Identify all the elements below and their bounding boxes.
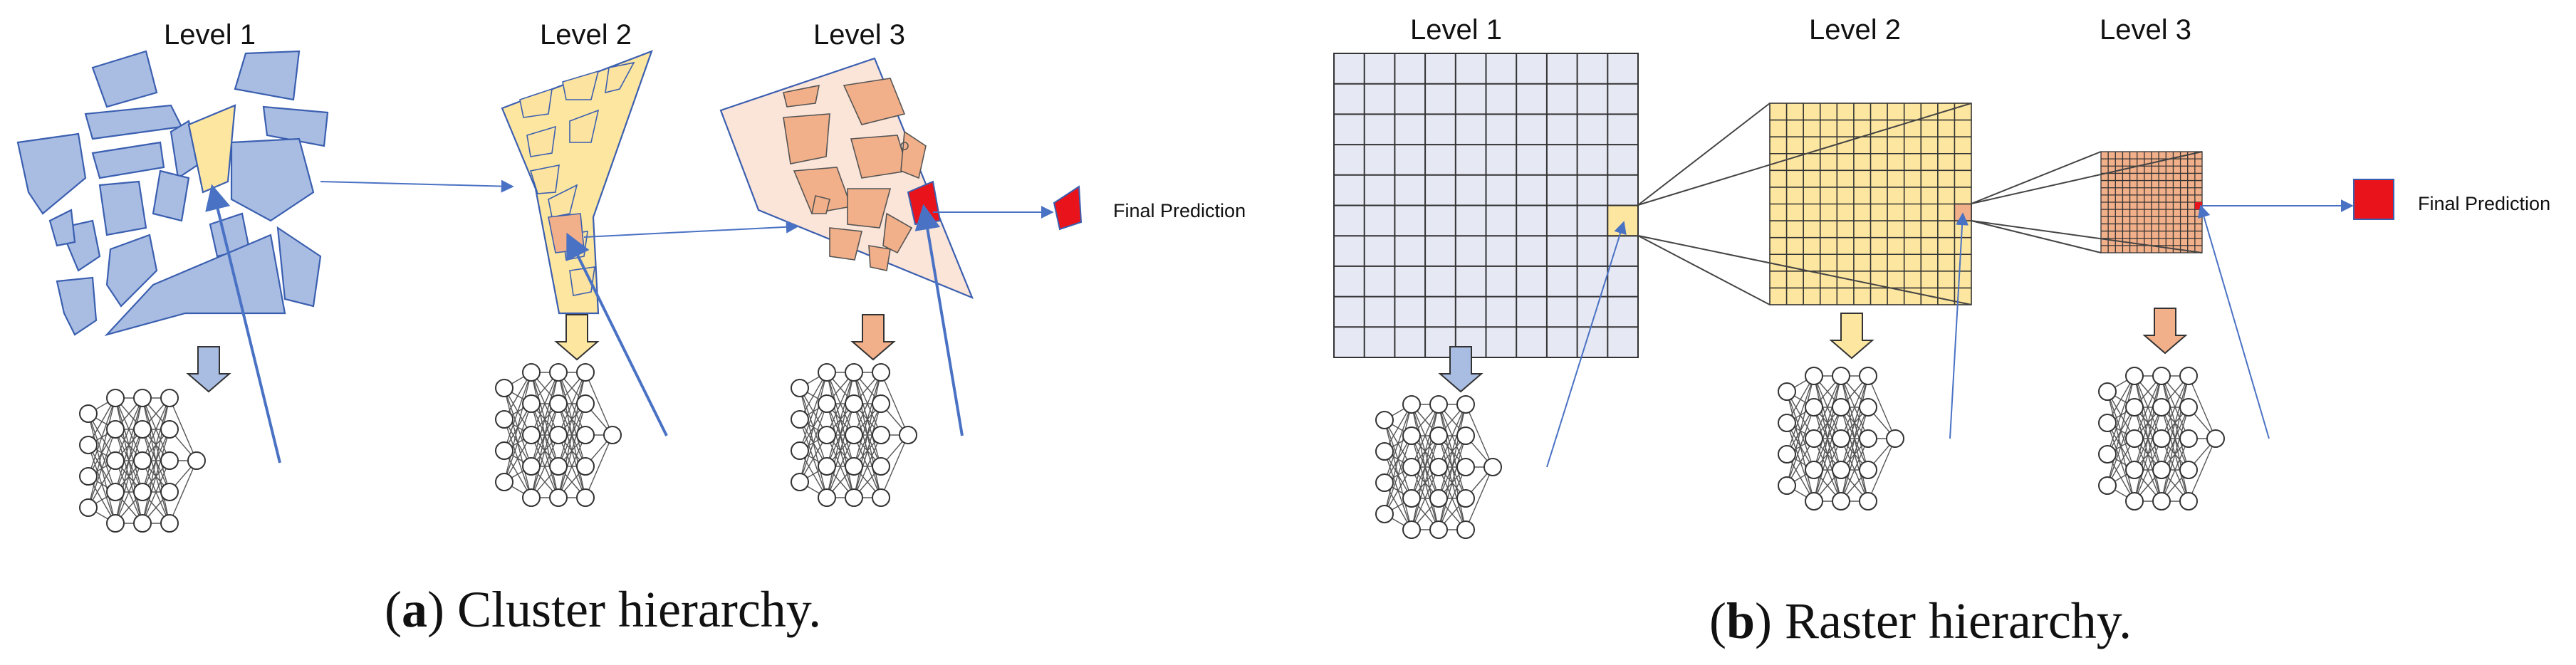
panel-a-level-1-clusters [16,50,329,337]
panel-a-level-3-cluster [719,57,974,300]
panel-a-level-2-label: Level 2 [540,19,632,51]
panel-b-level-1-selected-cell [1607,204,1639,237]
panel-b-down-arrow-level-3 [2142,308,2188,355]
panel-b-down-arrow-level-2 [1829,313,1874,360]
panel-a-final-prediction-shape [1053,185,1083,231]
panel-b-level-2-raster [1769,103,1972,305]
panel-b-caption: (b) Raster hierarchy. [1709,592,2132,649]
panel-a-down-arrow-level-2 [554,314,600,361]
panel-b-neural-network-level-1 [1375,395,1502,539]
panel-b-level-3-label: Level 3 [2100,14,2191,46]
panel-a-neural-network-level-1 [79,389,206,533]
panel-b-neural-network-level-2 [1778,367,1904,510]
panel-b-neural-network-level-3 [2098,367,2225,510]
panel-a-final-prediction-label: Final Prediction [1113,200,1246,221]
panel-a-level-1-label: Level 1 [164,19,256,51]
panel-b-down-arrow-level-1 [1438,346,1483,393]
panel-a-level-3-label: Level 3 [813,19,905,51]
panel-b-final-prediction-label: Final Prediction [2418,193,2550,214]
panel-a-neural-network-level-2 [495,363,622,507]
panel-a-neural-network-level-3 [791,363,917,507]
panel-b-final-prediction-shape [2353,179,2394,220]
panel-a-level-2-cluster [501,50,653,315]
panel-a-cluster-hierarchy: Level 1 Level 2 Level 3 [16,19,1246,638]
panel-b-level-1-raster [1333,53,1639,358]
panel-b-level-3-raster [2100,151,2203,253]
panel-a-level-1-selected-cluster [187,104,236,194]
panel-b-raster-hierarchy: Level 1 Level 2 Level 3 Final Prediction [1333,14,2550,649]
panel-a-down-arrow-level-1 [186,346,231,393]
panel-b-zoom-lines [1637,103,2203,305]
panel-a-down-arrow-level-3 [850,314,896,361]
panel-b-level-2-label: Level 2 [1809,14,1901,46]
panel-b-level-1-label: Level 1 [1410,14,1502,46]
panel-a-caption: (a) Cluster hierarchy. [385,581,821,638]
